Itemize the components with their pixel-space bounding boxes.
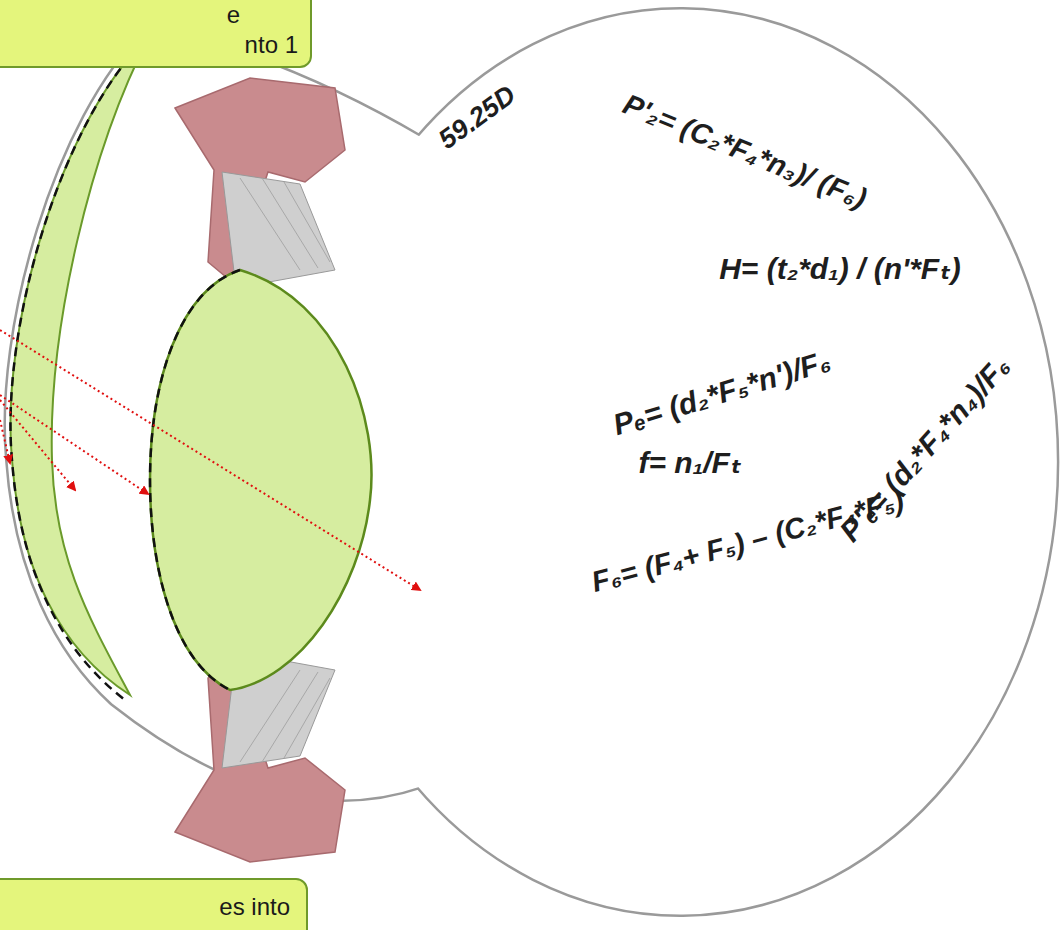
sclera-band — [10, 14, 1052, 910]
light-ray — [0, 420, 10, 463]
callout-text: es into — [0, 892, 306, 922]
callout-text: nto 1 — [0, 30, 310, 60]
cornea-surface-dashed — [10, 35, 150, 700]
crystalline-lens — [150, 270, 371, 690]
zonule-lines — [240, 178, 330, 270]
light-ray — [0, 395, 148, 494]
formula-label: H= (t₂*d₁) / (n'*Fₜ) — [719, 252, 961, 285]
callout-box: es into — [0, 878, 308, 930]
light-ray — [0, 400, 75, 490]
sclera-outline — [10, 14, 1052, 910]
lens-surface-dashed — [150, 270, 240, 690]
callout-box: ento 1 — [0, 0, 312, 68]
light-ray — [0, 330, 420, 590]
callout-text: e — [0, 0, 310, 30]
formula-label: f= n₁/Fₜ — [638, 446, 741, 479]
